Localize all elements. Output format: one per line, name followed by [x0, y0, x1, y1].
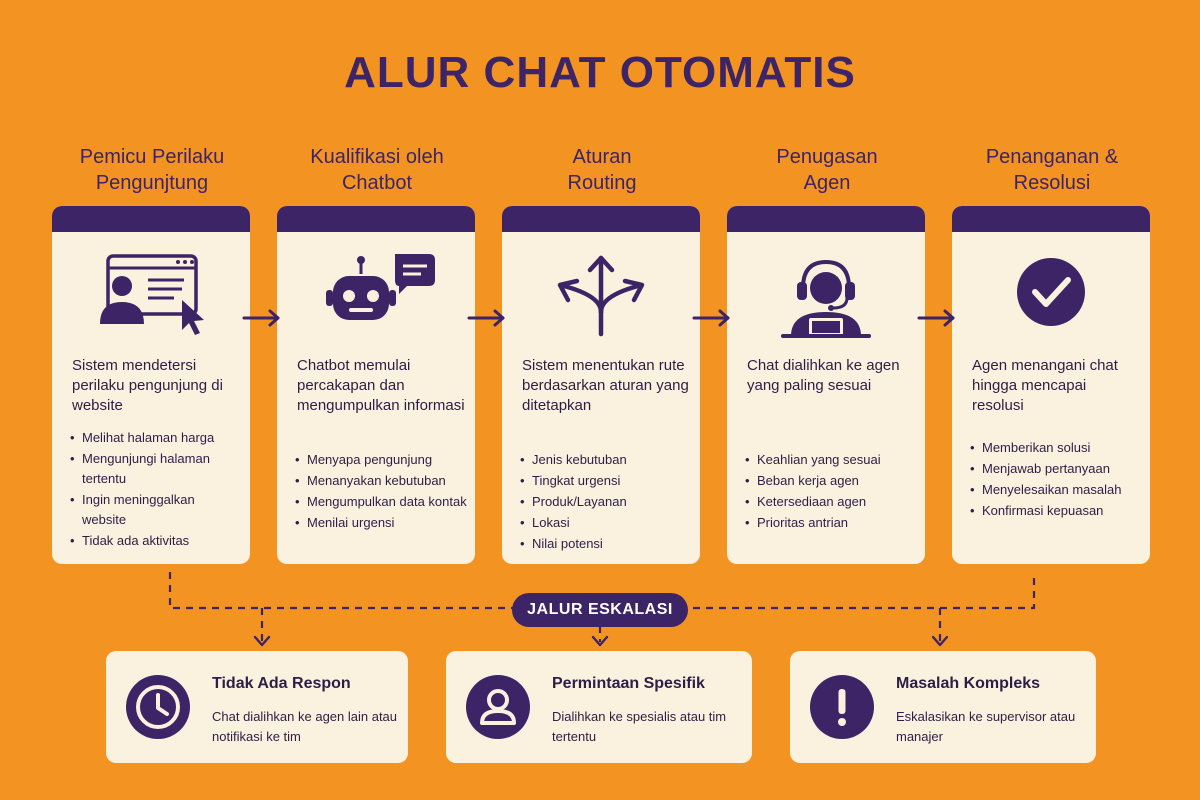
list-item: Lokasi	[520, 513, 692, 533]
list-item: Menyelesaikan masalah	[970, 480, 1142, 500]
escalation-card-specific-request: Permintaan Spesifik Dialihkan ke spesial…	[446, 651, 752, 763]
list-item: Menyapa pengunjung	[295, 450, 467, 470]
stage-description: Chatbot memulai percakapan dan mengumpul…	[297, 357, 465, 414]
list-item: Tingkat urgensi	[520, 471, 692, 491]
exclamation-icon	[810, 675, 874, 739]
card-header-bar	[52, 206, 250, 232]
escalation-description: Eskalasikan ke supervisor atau manajer	[896, 709, 1076, 744]
stage-title-line: Resolusi	[1013, 172, 1091, 194]
stage-title-line: Penugasan	[776, 146, 878, 168]
stage-description: Sistem menentukan rute berdasarkan atura…	[522, 357, 689, 414]
stage-title-line: Penanganan &	[985, 146, 1119, 168]
clock-icon	[126, 675, 190, 739]
list-item: Nilai potensi	[520, 534, 692, 554]
stage-title-line: Kualifikasi oleh	[310, 146, 444, 168]
stage-card-2: Chatbot memulai percakapan dan mengumpul…	[277, 206, 475, 564]
stage-title-line: Pengunjtung	[95, 172, 209, 194]
stage-item-list: Keahlian yang sesuai Beban kerja agen Ke…	[745, 450, 917, 534]
check-circle-icon	[952, 250, 1150, 350]
escalation-description: Chat dialihkan ke agen lain atau notifik…	[212, 709, 398, 744]
stage-description: Sistem mendetersi perilaku pengunjung di…	[72, 357, 223, 414]
page-title: ALUR CHAT OTOMATIS	[344, 48, 856, 97]
stage-title-line: Aturan	[572, 146, 632, 168]
stage-description: Agen menangani chat hingga mencapai reso…	[972, 357, 1118, 414]
stage-title-4: Penugasan Agen	[727, 144, 927, 196]
list-item: Prioritas antrian	[745, 513, 917, 533]
list-item: Mengunjungi halaman tertentu	[70, 449, 242, 489]
arrow-right-icon	[242, 309, 280, 327]
stage-card-3: Sistem menentukan rute berdasarkan atura…	[502, 206, 700, 564]
stage-title-2: Kualifikasi oleh Chatbot	[277, 144, 477, 196]
arrow-right-icon	[692, 309, 730, 327]
browser-user-cursor-icon	[52, 250, 250, 350]
list-item: Beban kerja agen	[745, 471, 917, 491]
stage-title-1: Pemicu Perilaku Pengunjtung	[52, 144, 252, 196]
stage-description: Chat dialihkan ke agen yang paling sesua…	[747, 357, 900, 394]
list-item: Ingin meninggalkan website	[70, 490, 242, 530]
escalation-title: Permintaan Spesifik	[552, 675, 705, 692]
card-header-bar	[727, 206, 925, 232]
list-item: Menilai urgensi	[295, 513, 467, 533]
escalation-card-complex-issue: Masalah Kompleks Eskalasikan ke supervis…	[790, 651, 1096, 763]
stage-title-3: Aturan Routing	[502, 144, 702, 196]
list-item: Jenis kebutuban	[520, 450, 692, 470]
stage-item-list: Jenis kebutuban Tingkat urgensi Produk/L…	[520, 450, 692, 555]
arrow-right-icon	[467, 309, 505, 327]
card-header-bar	[502, 206, 700, 232]
headset-agent-icon	[727, 250, 925, 350]
list-item: Memberikan solusi	[970, 438, 1142, 458]
list-item: Menanyakan kebutuban	[295, 471, 467, 491]
list-item: Konfirmasi kepuasan	[970, 501, 1142, 521]
list-item: Melihat halaman harga	[70, 428, 242, 448]
stage-item-list: Menyapa pengunjung Menanyakan kebutuban …	[295, 450, 467, 534]
stage-title-line: Chatbot	[341, 172, 413, 194]
escalation-description: Dialihkan ke spesialis atau tim tertentu	[552, 709, 727, 744]
stage-title-line: Agen	[803, 172, 851, 194]
list-item: Ketersediaan agen	[745, 492, 917, 512]
routing-arrows-icon	[502, 250, 700, 350]
list-item: Keahlian yang sesuai	[745, 450, 917, 470]
chatbot-icon	[277, 250, 475, 350]
card-header-bar	[277, 206, 475, 232]
stage-title-line: Routing	[567, 172, 637, 194]
escalation-label: JALUR ESKALASI	[512, 593, 688, 627]
escalation-card-no-response: Tidak Ada Respon Chat dialihkan ke agen …	[106, 651, 408, 763]
list-item: Tidak ada aktivitas	[70, 531, 242, 551]
stage-card-1: Sistem mendetersi perilaku pengunjung di…	[52, 206, 250, 564]
stage-item-list: Melihat halaman harga Mengunjungi halama…	[70, 428, 242, 552]
stage-title-line: Pemicu Perilaku	[79, 146, 225, 168]
list-item: Produk/Layanan	[520, 492, 692, 512]
escalation-title: Tidak Ada Respon	[212, 675, 351, 692]
stage-card-4: Chat dialihkan ke agen yang paling sesua…	[727, 206, 925, 564]
arrow-right-icon	[917, 309, 955, 327]
escalation-title: Masalah Kompleks	[896, 675, 1041, 692]
list-item: Menjawab pertanyaan	[970, 459, 1142, 479]
stage-title-5: Penanganan & Resolusi	[952, 144, 1152, 196]
list-item: Mengumpulkan data kontak	[295, 492, 467, 512]
stage-item-list: Memberikan solusi Menjawab pertanyaan Me…	[970, 438, 1142, 522]
person-icon	[466, 675, 530, 739]
stage-card-5: Agen menangani chat hingga mencapai reso…	[952, 206, 1150, 564]
card-header-bar	[952, 206, 1150, 232]
